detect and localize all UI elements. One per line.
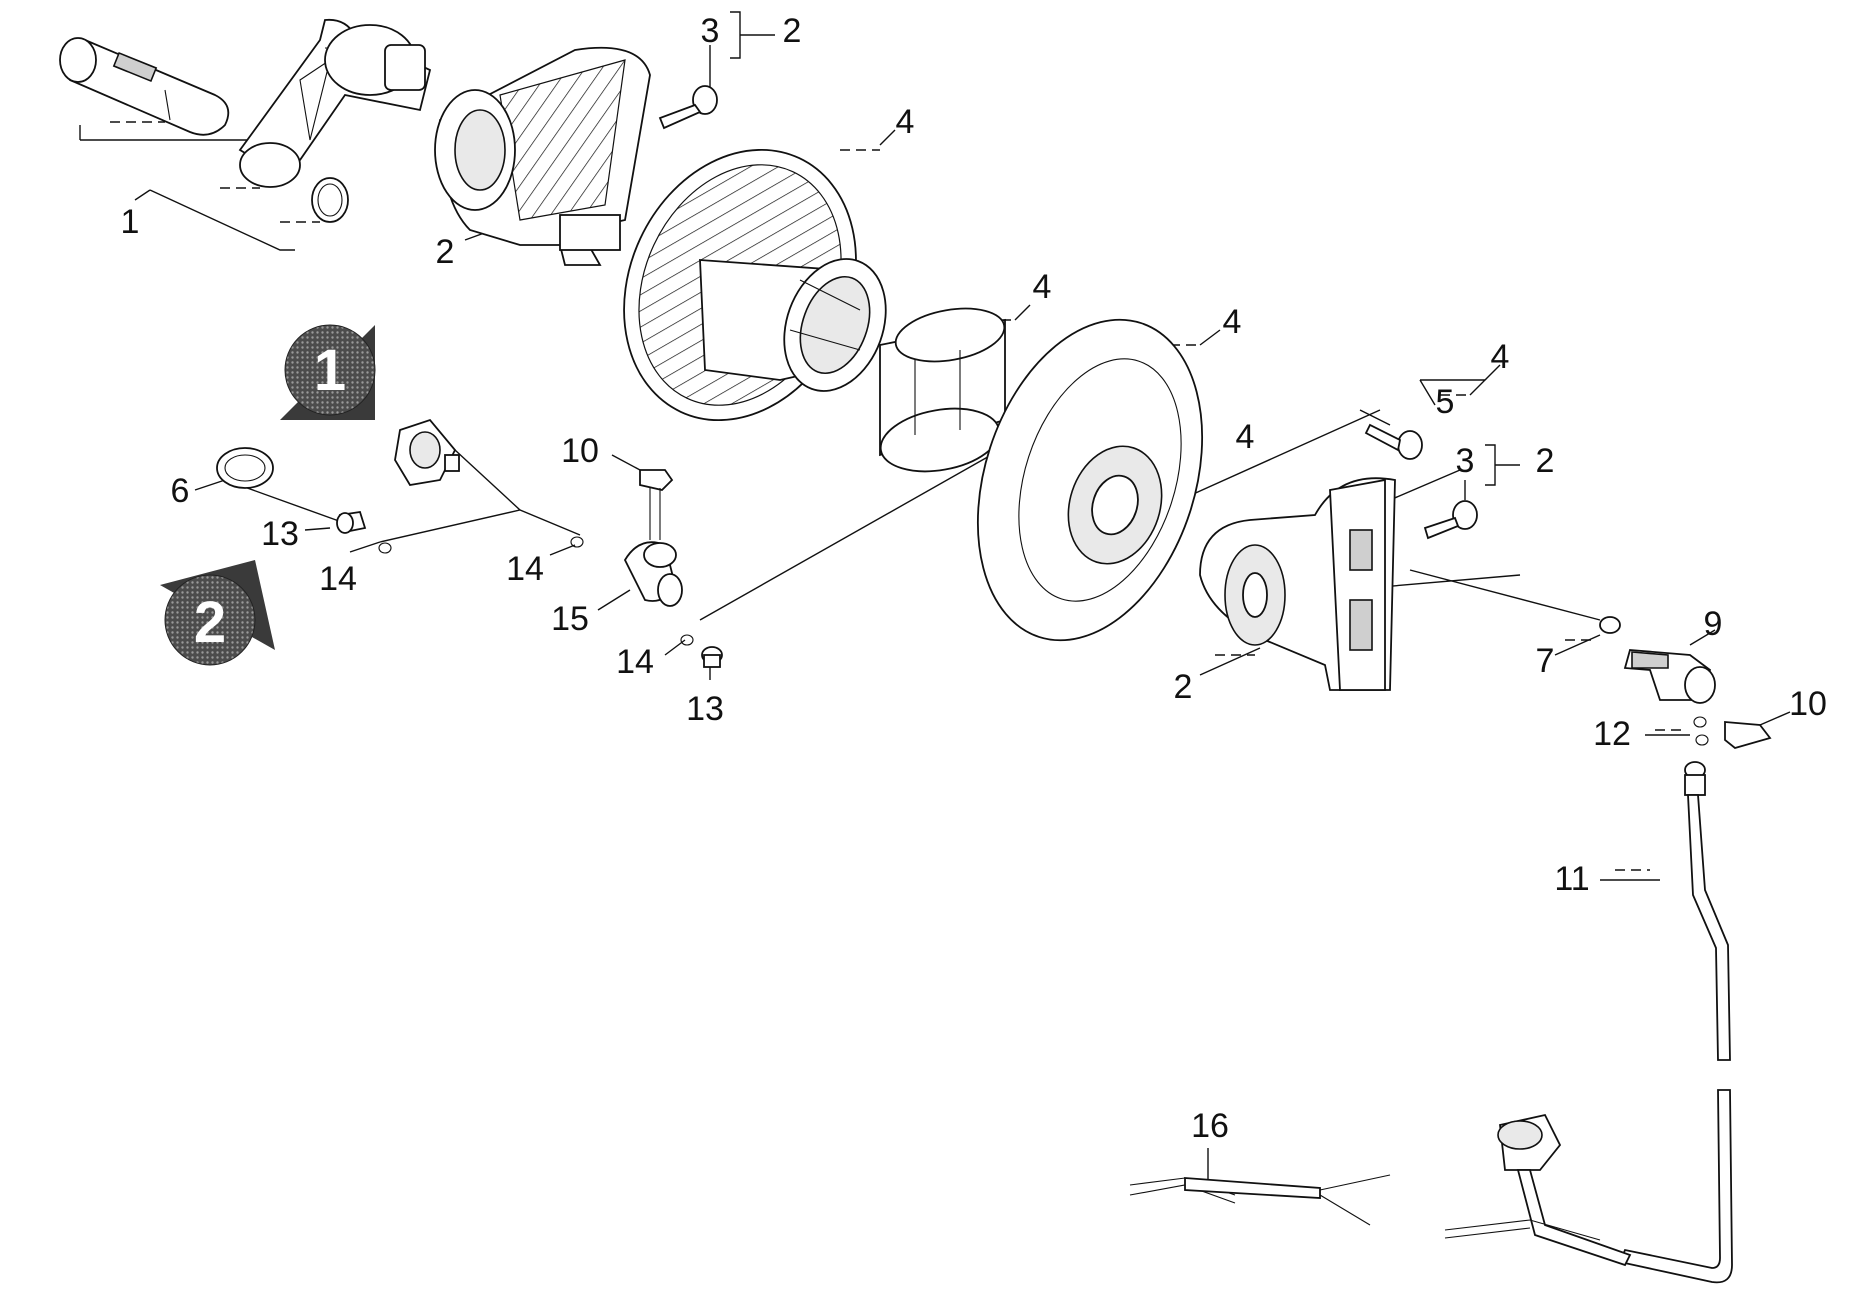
callout-15: 15 [551,600,589,638]
callout-4-b: 4 [1033,268,1052,306]
callout-14-lower: 14 [616,643,654,681]
o-ring-7 [1599,616,1621,634]
reel-frame-left [434,46,651,266]
screw-top [658,85,718,130]
callout-labels: 1 3 2 2 4 4 4 4 5 4 3 2 10 6 13 14 14 15… [121,12,1827,1145]
o-ring-14-lower [680,634,694,646]
reel-disk [976,318,1204,642]
callout-2-top: 2 [783,12,802,50]
callout-14-left: 14 [319,560,357,598]
callout-5: 5 [1436,383,1455,421]
plug-13-lower [701,646,723,668]
callout-10-top: 10 [561,432,599,470]
callout-3-top: 3 [701,12,720,50]
callout-2-right: 2 [1536,442,1555,480]
hose-drum [623,148,887,422]
view-badge-2: 2 [160,560,275,666]
hose-end-nut [1444,1113,1632,1267]
callout-11: 11 [1554,860,1589,898]
connector-nut [394,418,460,486]
o-ring-14-mid [570,536,584,548]
callout-2-left: 2 [436,233,455,271]
cable-16 [1129,1174,1391,1226]
clip-10-right [1724,721,1772,749]
swivel-fitting [623,541,683,607]
callout-16: 16 [1191,1107,1229,1145]
callout-9: 9 [1704,605,1723,643]
callout-12: 12 [1593,715,1631,753]
o-ring-14-left [378,542,392,554]
hose-pipe-11 [1618,761,1733,1284]
crank-arm [238,18,432,188]
o-rings-12 [1693,716,1709,746]
clip-10-top [639,469,674,540]
elbow-fitting-9 [1623,649,1716,704]
callout-1: 1 [121,203,140,241]
screw-5 [1364,423,1423,460]
badge-1-number: 1 [314,338,346,403]
callout-13-left: 13 [261,515,299,553]
callout-4-e: 4 [1236,418,1255,456]
reel-frame-right [1199,477,1396,691]
callout-7: 7 [1536,642,1555,680]
circlip-6 [216,447,274,489]
callout-2-lower: 2 [1174,668,1193,706]
snap-ring [311,177,349,223]
plug-13-left [336,510,367,534]
callout-4-c: 4 [1223,303,1242,341]
screw-right [1423,500,1478,540]
callout-6: 6 [171,472,190,510]
callout-13-lower: 13 [686,690,724,728]
drum-hub [879,307,1006,473]
view-badge-1: 1 [280,324,376,420]
callout-14-mid: 14 [506,550,544,588]
badge-2-number: 2 [194,590,226,655]
callout-4-a: 4 [896,103,915,141]
callout-10-right: 10 [1789,685,1827,723]
callout-4-d: 4 [1491,338,1510,376]
callout-3-right: 3 [1456,442,1475,480]
handle-grip [59,37,230,136]
